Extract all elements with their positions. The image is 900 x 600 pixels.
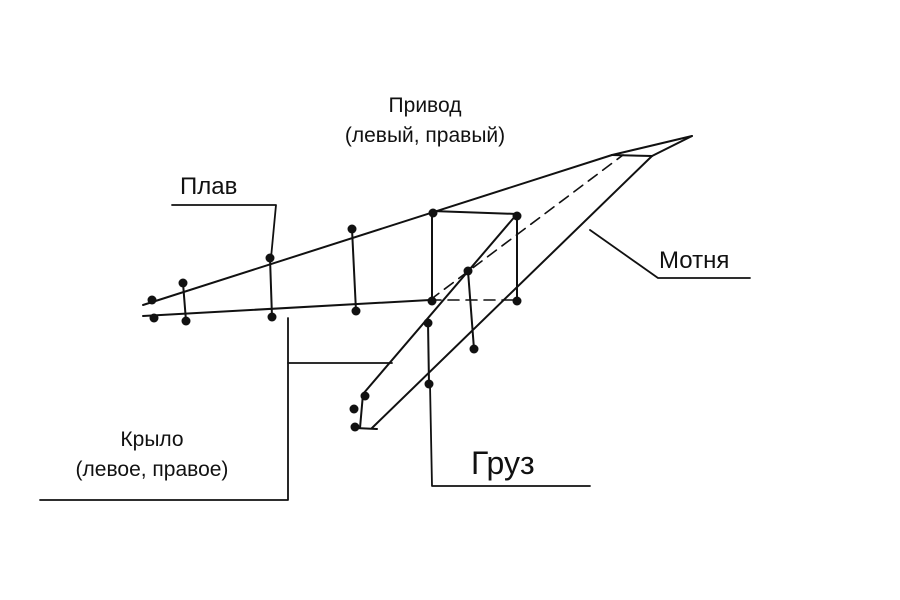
krylo-subtitle: (левое, правое): [76, 458, 229, 481]
krylo-leader: [39, 317, 289, 501]
node-wing-2-top: [265, 253, 275, 263]
codend-upper-edge: [611, 135, 693, 156]
krylo-title: Крыло: [120, 428, 183, 451]
labels: Привод (левый, правый) Плав Мотня Крыло …: [76, 94, 730, 481]
leaders: [39, 204, 751, 501]
node-frame-bottom-right: [512, 296, 522, 306]
lower-wing-strut-1: [427, 321, 430, 385]
lower-wing: [354, 154, 653, 430]
net-frame: [431, 210, 518, 302]
node-wing-3-bottom: [351, 306, 361, 316]
lower-wing-dashed-diagonal: [429, 154, 624, 301]
plav-label: Плав: [180, 173, 237, 200]
node-lower-2-bottom: [424, 379, 434, 389]
upper-wing-strut-2: [269, 257, 273, 318]
node-wing-2-bottom: [267, 312, 277, 322]
upper-headrope-line: [142, 154, 613, 306]
motnya-label: Мотня: [659, 247, 729, 274]
codend-lower-edge: [651, 135, 693, 157]
node-frame-top-left: [428, 208, 438, 218]
node-frame-bottom-left: [427, 296, 437, 306]
lower-wing-bottom-line: [371, 155, 653, 429]
frame-top: [431, 210, 518, 215]
codend: [611, 135, 693, 157]
plav-leader: [171, 204, 277, 259]
privod-subtitle: (левый, правый): [345, 124, 505, 147]
node-lower-tip-2: [349, 404, 359, 414]
gruz-leader: [429, 383, 591, 487]
upper-wing: [142, 154, 613, 322]
upper-footrope-line: [142, 299, 431, 317]
node-tip-lower: [149, 313, 159, 323]
node-lower-tip-3: [350, 422, 360, 432]
node-lower-1-top: [463, 266, 473, 276]
motnya-leader: [589, 229, 751, 279]
node-lower-2-top: [423, 318, 433, 328]
codend-inner-edge: [611, 154, 653, 157]
upper-wing-strut-1: [182, 282, 187, 322]
gruz-label: Груз: [471, 445, 535, 481]
node-tip-upper: [147, 295, 157, 305]
privod-title: Привод: [389, 94, 462, 117]
nodes: [147, 208, 522, 432]
node-wing-1-bottom: [181, 316, 191, 326]
lower-wing-strut-2: [467, 270, 475, 350]
node-wing-3-top: [347, 224, 357, 234]
node-lower-1-bottom: [469, 344, 479, 354]
node-wing-1-top: [178, 278, 188, 288]
lower-wing-top-line: [362, 213, 518, 395]
node-lower-tip-1: [360, 391, 370, 401]
node-frame-top-right: [512, 211, 522, 221]
upper-wing-strut-3: [351, 228, 357, 312]
